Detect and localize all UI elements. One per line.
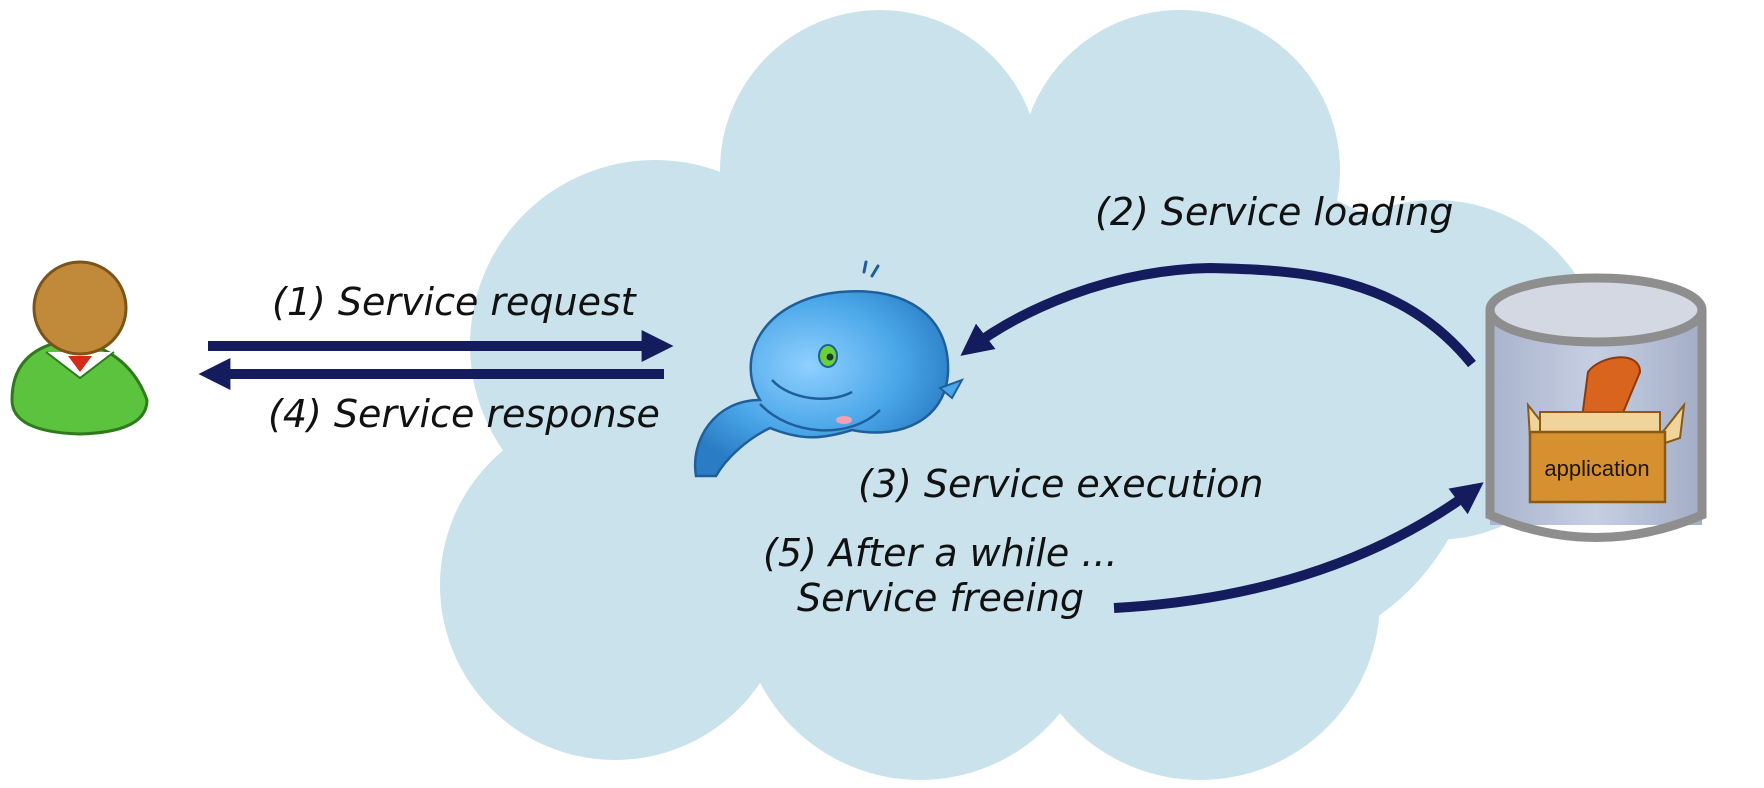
step5-label-line2: Service freeing	[797, 576, 1084, 620]
application-jar-icon: application	[1485, 273, 1707, 542]
step3-label: (3) Service execution	[858, 462, 1263, 506]
step1-label: (1) Service request	[272, 280, 638, 324]
application-box-label: application	[1544, 456, 1649, 481]
whale-icon	[693, 260, 965, 478]
step4-label: (4) Service response	[268, 392, 660, 436]
step2-label: (2) Service loading	[1095, 190, 1453, 234]
step5-label-line1: (5) After a while ...	[763, 531, 1118, 575]
arrow-service-loading	[960, 262, 1476, 368]
person-icon	[10, 260, 149, 436]
arrow-service-freeing	[1113, 482, 1484, 613]
